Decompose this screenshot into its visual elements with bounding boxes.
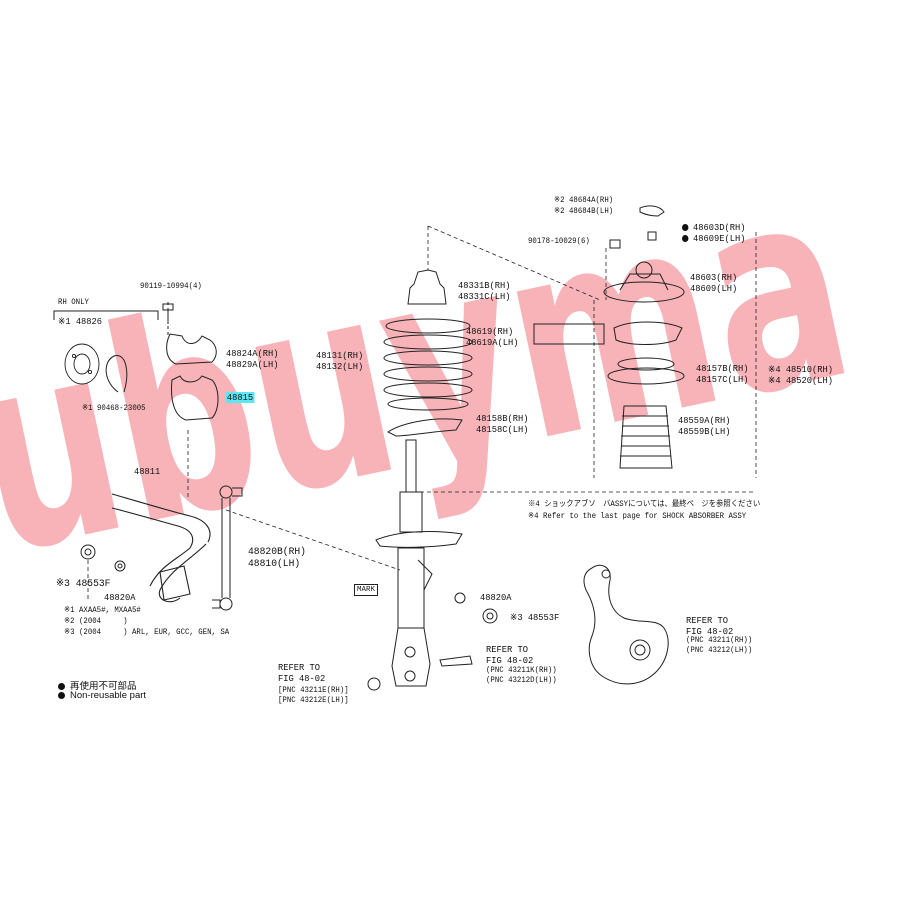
dust-boot-48559: [619, 405, 673, 469]
label-90178: 90178-10029(6): [528, 237, 590, 246]
upper-support-48603: [603, 261, 685, 303]
refer-1-line4: [PNC 43212E(LH)]: [278, 696, 349, 705]
label-48619a: 48619A(LH): [466, 337, 519, 348]
steering-knuckle: [583, 564, 669, 685]
refer-3-line1[interactable]: REFER TO: [686, 615, 728, 626]
label-48520: ※4 48520(LH): [768, 375, 834, 386]
upper-seat-48619: [613, 321, 683, 345]
cap-48684: [639, 205, 665, 217]
nut-90178: [609, 239, 621, 249]
bolt-upper: [439, 655, 473, 667]
nut-48553f-left: [80, 544, 96, 560]
label-48603: 48603(RH): [690, 272, 738, 283]
label-48820b: 48820B(RH): [248, 546, 306, 558]
label-48820a-right: 48820A: [480, 592, 512, 603]
coil-spring-48131: [383, 318, 473, 411]
label-rh-only: RH ONLY: [58, 298, 89, 307]
bolt-90119: [162, 302, 174, 336]
non-reusable-dot: [682, 234, 689, 242]
label-48829a: 48829A(LH): [226, 359, 279, 370]
label-48810: 48810(LH): [248, 558, 301, 570]
label-90119: 90119-10994(4): [140, 282, 202, 291]
label-48603d: 48603D(RH): [682, 222, 745, 233]
bolt-48820a-right: [454, 592, 466, 604]
refer-3-line4: (PNC 43212(LH)): [686, 646, 753, 655]
refer-2-line2[interactable]: FIG 48-02: [486, 655, 534, 666]
mark-box: MARK: [354, 584, 379, 596]
label-48553f-left: ※3 48553F: [56, 578, 111, 590]
nut-48820a-left: [114, 560, 126, 572]
label-48157b: 48157B(RH): [696, 363, 749, 374]
legend-dot-icon: [58, 682, 65, 690]
nut-48603d: [647, 231, 657, 241]
spring-seat-48157: [607, 367, 685, 385]
label-48132: 48132(LH): [316, 361, 364, 372]
label-48820a-left: 48820A: [104, 592, 136, 603]
note-2: ※2 (2004 ): [64, 617, 128, 626]
refer-2-line3: (PNC 43211K(RH)): [486, 666, 557, 675]
label-48559b: 48559B(LH): [678, 426, 731, 437]
bolt-48553f-right: [482, 608, 498, 624]
label-48158b: 48158B(RH): [476, 413, 529, 424]
label-48824a: 48824A(RH): [226, 348, 279, 359]
label-48826: ※1 48826: [58, 316, 103, 327]
refer-3-line2[interactable]: FIG 48-02: [686, 626, 734, 637]
refer-1-line1[interactable]: REFER TO: [278, 662, 320, 673]
label-48811: 48811: [134, 466, 161, 477]
label-48619: 48619(RH): [466, 326, 514, 337]
refer-1-line2[interactable]: FIG 48-02: [278, 673, 326, 684]
insulator-48158: [387, 418, 463, 437]
stabilizer-link-48820b: [212, 485, 243, 611]
refer-1-line3: [PNC 43211E(RH)]: [278, 686, 349, 695]
note-shock-en: ※4 Refer to the last page for SHOCK ABSO…: [528, 512, 747, 521]
refer-3-line3: (PNC 43211(RH)): [686, 636, 753, 645]
label-48553f-right: ※3 48553F: [510, 612, 560, 623]
label-90468: ※1 90468-23005: [82, 404, 146, 413]
dust-shield-48826: [64, 343, 100, 385]
label-48510: ※4 48510(RH): [768, 364, 834, 375]
nut-lower: [367, 677, 381, 691]
refer-2-line1[interactable]: REFER TO: [486, 644, 528, 655]
clip-90468: [105, 355, 128, 393]
label-48157c: 48157C(LH): [696, 374, 749, 385]
note-shock-jp: ※4 ショックアブソ バASSYについては、最終ペ ジを参照ください: [528, 500, 761, 509]
label-48684a: ※2 48684A(RH): [554, 196, 614, 205]
stabilizer-bar-48811: [111, 493, 211, 603]
label-48815[interactable]: 48815: [226, 392, 255, 403]
label-48331b: 48331B(RH): [458, 280, 511, 291]
label-48684b: ※2 48684B(LH): [554, 207, 614, 216]
refer-2-line4: (PNC 43212D(LH)): [486, 676, 557, 685]
shock-absorber-48510: [375, 439, 463, 687]
note-3: ※3 (2004 ) ARL, EUR, GCC, GEN, SA: [64, 628, 230, 637]
label-48815-highlight[interactable]: 48815: [226, 392, 255, 403]
label-48158c: 48158C(LH): [476, 424, 529, 435]
bracket-48824: [166, 333, 217, 365]
label-48609: 48609(LH): [690, 283, 738, 294]
label-48331c: 48331C(LH): [458, 291, 511, 302]
legend-jp: 再使用不可部品: [58, 678, 137, 692]
label-48131: 48131(RH): [316, 350, 364, 361]
label-48609e: 48609E(LH): [682, 233, 745, 244]
non-reusable-dot: [682, 223, 689, 231]
bump-stopper-48331: [407, 269, 447, 305]
label-48559a: 48559A(RH): [678, 415, 731, 426]
legend-en: Non-reusable part: [58, 690, 146, 701]
legend-dot-icon: [58, 691, 65, 699]
note-1: ※1 AXAA5#, MXAA5#: [64, 606, 141, 615]
bushing-48815: [171, 375, 219, 421]
